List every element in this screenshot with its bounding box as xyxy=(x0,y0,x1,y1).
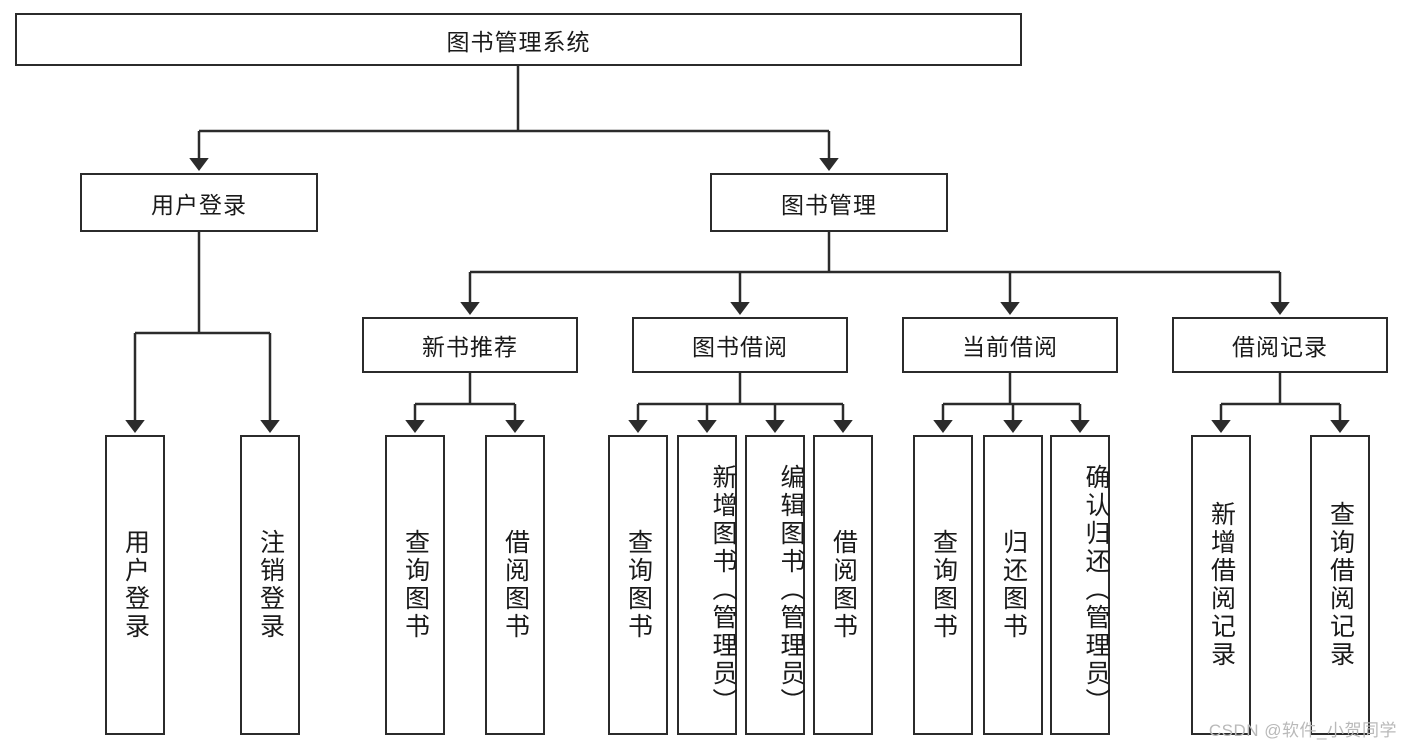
node-root[interactable]: 图书管理系统 xyxy=(15,13,1022,66)
node-current-borrow-label: 当前借阅 xyxy=(962,334,1058,360)
node-leaf-add-book-label: 新增图书（管理员） xyxy=(709,464,737,716)
node-leaf-confirm-return-label: 确认归还（管理员） xyxy=(1082,464,1110,716)
node-leaf-borrow-book-rec[interactable]: 借阅图书 xyxy=(485,435,545,735)
node-leaf-query-record-label: 查询借阅记录 xyxy=(1326,501,1355,669)
node-leaf-query-book-borrow[interactable]: 查询图书 xyxy=(608,435,668,735)
node-leaf-logout-label: 注销登录 xyxy=(256,529,285,641)
node-leaf-confirm-return[interactable]: 确认归还（管理员） xyxy=(1050,435,1110,735)
node-current-borrow[interactable]: 当前借阅 xyxy=(902,317,1118,373)
node-leaf-query-book-rec[interactable]: 查询图书 xyxy=(385,435,445,735)
node-new-book-recommend-label: 新书推荐 xyxy=(422,334,518,360)
node-user-login-label: 用户登录 xyxy=(151,191,247,218)
node-leaf-user-login-label: 用户登录 xyxy=(121,529,150,641)
node-book-borrow[interactable]: 图书借阅 xyxy=(632,317,848,373)
node-user-login[interactable]: 用户登录 xyxy=(80,173,318,232)
node-book-management[interactable]: 图书管理 xyxy=(710,173,948,232)
node-borrow-record[interactable]: 借阅记录 xyxy=(1172,317,1388,373)
node-book-borrow-label: 图书借阅 xyxy=(692,334,788,360)
node-leaf-query-book-cur-label: 查询图书 xyxy=(929,529,958,641)
node-leaf-query-record[interactable]: 查询借阅记录 xyxy=(1310,435,1370,735)
node-leaf-return-book[interactable]: 归还图书 xyxy=(983,435,1043,735)
node-leaf-logout[interactable]: 注销登录 xyxy=(240,435,300,735)
node-leaf-query-book-borrow-label: 查询图书 xyxy=(624,529,653,641)
node-leaf-edit-book-label: 编辑图书（管理员） xyxy=(777,464,805,716)
node-root-label: 图书管理系统 xyxy=(446,28,591,55)
node-leaf-query-book-rec-label: 查询图书 xyxy=(401,529,430,641)
node-new-book-recommend[interactable]: 新书推荐 xyxy=(362,317,578,373)
node-leaf-borrow-book-rec-label: 借阅图书 xyxy=(501,529,530,641)
node-borrow-record-label: 借阅记录 xyxy=(1232,334,1328,360)
watermark-text: CSDN @软件_小贺同学 xyxy=(1208,721,1397,740)
node-leaf-add-book[interactable]: 新增图书（管理员） xyxy=(677,435,737,735)
node-leaf-return-book-label: 归还图书 xyxy=(999,529,1028,641)
node-leaf-borrow-book[interactable]: 借阅图书 xyxy=(813,435,873,735)
node-leaf-query-book-cur[interactable]: 查询图书 xyxy=(913,435,973,735)
node-leaf-user-login[interactable]: 用户登录 xyxy=(105,435,165,735)
node-leaf-borrow-book-label: 借阅图书 xyxy=(829,529,858,641)
node-leaf-edit-book[interactable]: 编辑图书（管理员） xyxy=(745,435,805,735)
node-leaf-add-record[interactable]: 新增借阅记录 xyxy=(1191,435,1251,735)
node-book-management-label: 图书管理 xyxy=(781,191,877,218)
node-leaf-add-record-label: 新增借阅记录 xyxy=(1207,501,1236,669)
